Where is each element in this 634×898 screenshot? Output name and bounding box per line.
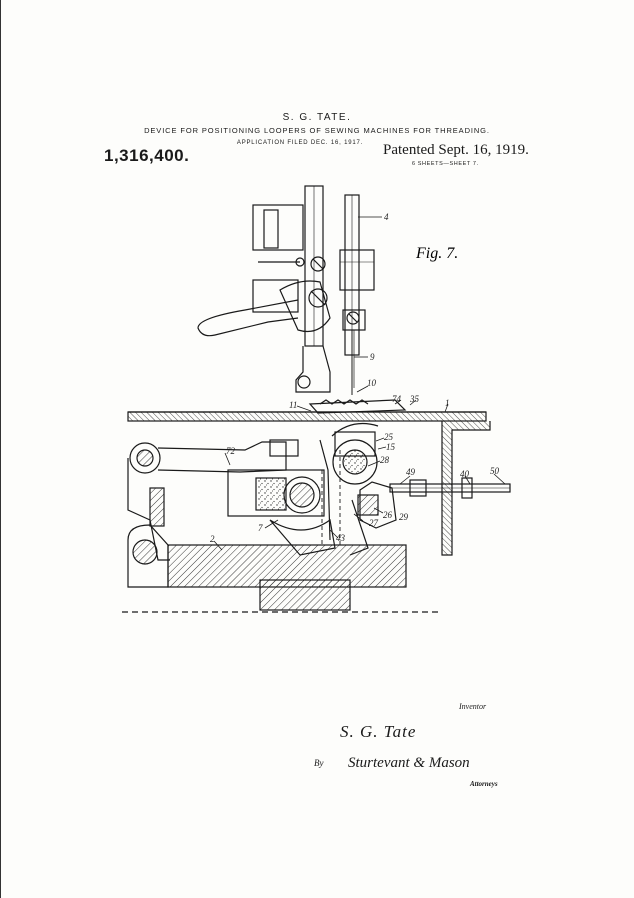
sheet-count: 6 SHEETS—SHEET 7. (412, 161, 479, 167)
application-filed: APPLICATION FILED DEC. 16, 1917. (236, 140, 364, 146)
ref-numeral: 11 (289, 400, 297, 410)
by-label: By (314, 758, 324, 768)
ref-numeral: 49 (406, 467, 416, 477)
ref-numeral: 7 (258, 523, 263, 533)
ref-numeral: 10 (367, 378, 377, 388)
ref-numeral: 4 (384, 212, 389, 222)
ref-numeral: 28 (380, 455, 390, 465)
ref-numeral: 1 (445, 398, 450, 408)
patent-title: DEVICE FOR POSITIONING LOOPERS OF SEWING… (144, 126, 490, 135)
ref-numeral: 26 (383, 510, 393, 520)
ref-numeral: 35 (409, 394, 420, 404)
inventor-name: S. G. TATE. (282, 112, 352, 123)
inventor-label: Inventor (459, 702, 487, 711)
ref-numeral: 2 (210, 534, 215, 544)
ref-numeral: 15 (386, 442, 396, 452)
inventor-signature: S. G. Tate (340, 722, 417, 741)
ref-numeral: 25 (384, 432, 394, 442)
page-edge (0, 0, 1, 898)
attorney-signature: Sturtevant & Mason (348, 755, 470, 771)
patented-date: Patented Sept. 16, 1919. (383, 142, 529, 158)
attorneys-label: Attorneys (470, 780, 498, 788)
figure-label: Fig. 7. (415, 245, 458, 262)
ref-numeral: 72 (226, 446, 236, 456)
ref-numeral: 40 (460, 469, 470, 479)
ref-numeral: 50 (490, 466, 500, 476)
ref-numeral: 43 (336, 533, 346, 543)
ref-numeral: 9 (370, 352, 375, 362)
patent-number: 1,316,400. (104, 146, 190, 165)
reference-numerals: 4 9 10 11 74 35 1 72 25 15 28 49 40 50 2… (210, 212, 500, 544)
ref-numeral: 29 (399, 512, 409, 522)
ref-numeral: 74 (392, 394, 402, 404)
drawing-lines (122, 185, 511, 613)
ref-numeral: 27 (369, 518, 379, 528)
